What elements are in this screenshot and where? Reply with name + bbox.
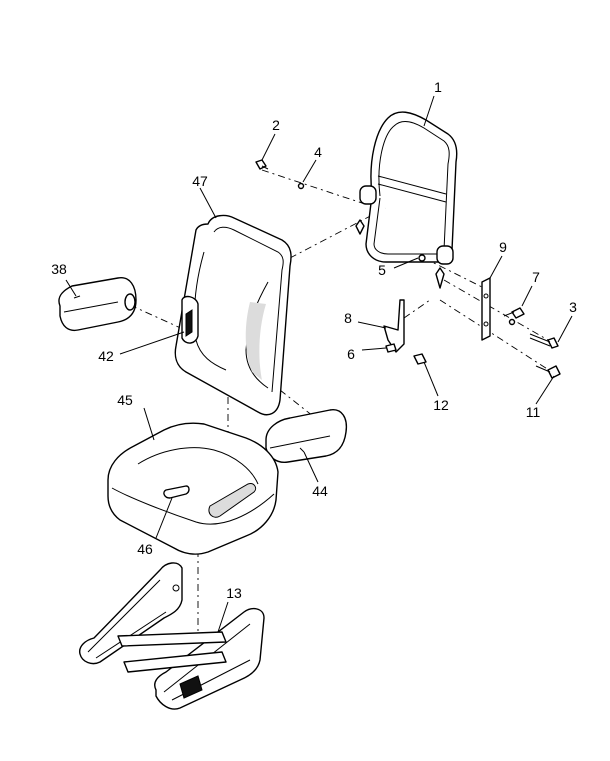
callout-38: 38 (51, 261, 67, 277)
callout-12: 12 (433, 397, 449, 413)
callout-6: 6 (347, 346, 355, 362)
washer-small (508, 318, 516, 326)
nut-6 (385, 343, 397, 353)
seat-base-frame (79, 562, 265, 710)
armrest-right (265, 409, 348, 463)
callout-44: 44 (312, 483, 328, 499)
callout-7: 7 (532, 269, 540, 285)
screw-2 (255, 159, 269, 170)
callout-1: 1 (434, 79, 442, 95)
callout-5: 5 (378, 262, 386, 278)
bolt-11 (535, 365, 561, 379)
plate-9 (481, 277, 491, 341)
callout-45: 45 (117, 392, 133, 408)
callout-2: 2 (272, 117, 280, 133)
adjust-handle (181, 295, 199, 344)
armrest-left (58, 277, 137, 332)
seat-cushion (107, 422, 279, 555)
washer-4 (297, 182, 305, 190)
callout-9: 9 (499, 239, 507, 255)
washer-5 (418, 254, 426, 262)
bolt-7 (503, 307, 525, 319)
backrest-cushion (174, 214, 292, 416)
callout-46: 46 (137, 541, 153, 557)
bracket-8 (383, 299, 405, 353)
leader-lines (65, 95, 573, 633)
callout-4: 4 (314, 144, 322, 160)
assembly-lines (129, 169, 553, 632)
bolt-12 (413, 353, 427, 365)
callout-11: 11 (526, 404, 541, 420)
callout-3: 3 (569, 299, 577, 315)
seat-back-frame (355, 111, 458, 289)
callout-42: 42 (98, 348, 114, 364)
callout-13: 13 (226, 585, 242, 601)
callout-labels: 1 2 3 4 5 6 7 8 9 11 12 13 38 42 44 45 4… (51, 79, 577, 601)
bolt-3 (529, 333, 559, 349)
lever-46 (163, 485, 190, 499)
callout-8: 8 (344, 310, 352, 326)
callout-47: 47 (192, 173, 208, 189)
